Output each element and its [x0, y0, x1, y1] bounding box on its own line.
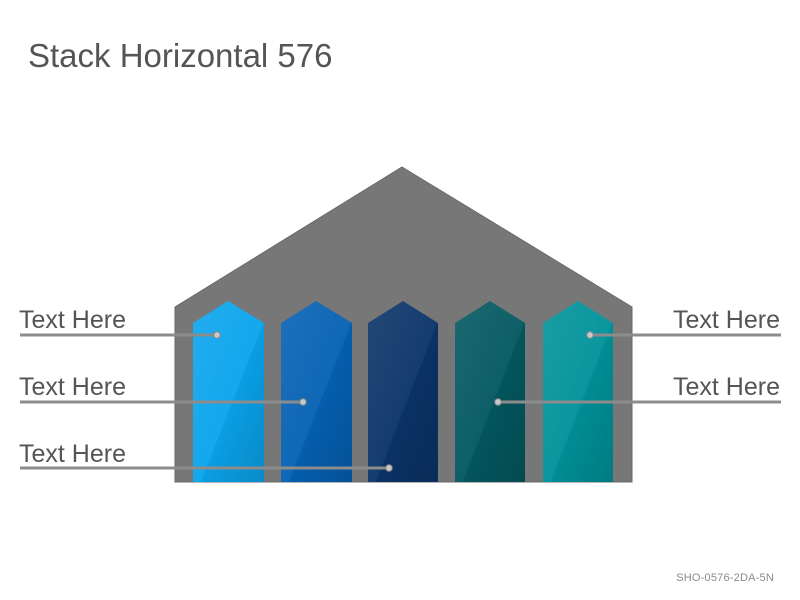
pillar-2-shine	[281, 301, 352, 482]
connector-dot-left-1	[213, 331, 221, 339]
pillar-5	[543, 301, 613, 482]
label-right-2: Text Here	[673, 373, 780, 401]
connector-dot-left-3	[385, 464, 393, 472]
pillar-1	[193, 301, 264, 482]
pillar-3	[368, 301, 438, 482]
label-left-1: Text Here	[19, 306, 126, 334]
label-left-2: Text Here	[19, 373, 126, 401]
pillar-4	[455, 301, 525, 482]
slide-code: SHO-0576-2DA-5N	[676, 572, 774, 584]
connector-dot-left-2	[299, 398, 307, 406]
connector-dot-right-2	[494, 398, 502, 406]
pillar-2	[281, 301, 352, 482]
pillar-5-shine	[543, 301, 613, 482]
connector-dot-right-1	[586, 331, 594, 339]
pillar-1-shine	[193, 301, 264, 482]
page-title: Stack Horizontal 576	[28, 37, 333, 74]
label-left-3: Text Here	[19, 440, 126, 468]
label-right-1: Text Here	[673, 306, 780, 334]
pillar-3-shine	[368, 301, 438, 482]
pillar-4-shine	[455, 301, 525, 482]
